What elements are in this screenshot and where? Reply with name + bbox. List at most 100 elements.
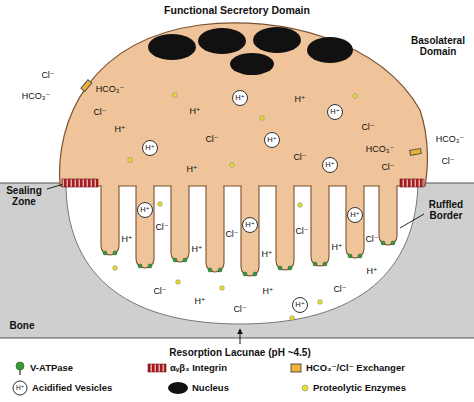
acidified-vesicle: H⁺: [232, 90, 248, 106]
ion-label: Cl⁻: [233, 305, 246, 315]
ion-label: H⁺: [191, 245, 202, 255]
v-atpase: [218, 268, 222, 272]
domain-label: Basolateral Domain: [407, 35, 469, 57]
ion-label: Cl⁻: [153, 287, 166, 297]
osteoclast-body: [60, 23, 428, 186]
ruffled-border: [101, 180, 397, 276]
legend-text: V-ATPase: [30, 363, 73, 373]
enzyme-dot: [353, 94, 358, 99]
proteolytic-enzymes: [113, 93, 358, 321]
enzyme-dot: [290, 316, 295, 321]
membrane-fold: [102, 180, 118, 190]
ion-label: Cl⁻: [333, 285, 346, 295]
enzyme-dot: [128, 158, 133, 163]
v-atpase: [138, 264, 142, 268]
legend-text: HCO₃⁻/Cl⁻ Exchanger: [306, 363, 405, 373]
membrane-fold: [172, 180, 188, 190]
bone: [0, 183, 474, 338]
acidified-vesicle: H⁺: [137, 202, 153, 218]
enzyme-dot: [298, 203, 303, 208]
region-label: Resorption Lacunae (pH ~4.5): [169, 347, 310, 358]
sealing-zone-integrin: [400, 179, 424, 187]
legend-symbols: [13, 362, 308, 395]
membrane-fold: [379, 186, 397, 245]
ion-label: HCO₃⁻: [22, 92, 50, 102]
ion-label: Cl⁻: [225, 230, 238, 240]
ion-label: HCO₃⁻: [436, 135, 464, 145]
exchanger: [81, 80, 421, 156]
ion-label: H⁺: [121, 235, 132, 245]
membrane-fold: [312, 180, 328, 190]
v-atpase: [391, 241, 395, 245]
v-atpase: [183, 258, 187, 262]
pointer-arrow: [240, 329, 241, 344]
ion-label: H⁺: [295, 301, 304, 309]
ion-label: H⁺: [140, 206, 149, 214]
domain-label: Functional Secretory Domain: [164, 5, 310, 17]
membrane-fold: [242, 180, 258, 190]
v-atpase: [103, 251, 107, 255]
v-atpase: [253, 272, 257, 276]
legend-icon-text: H⁺: [16, 384, 24, 391]
acidified-vesicle: H⁺: [292, 297, 308, 313]
v-atpase: [208, 268, 212, 272]
legend-text: Proteolytic Enzymes: [313, 383, 406, 393]
acidified-vesicle: H⁺: [264, 132, 280, 148]
v-atpase: [288, 266, 292, 270]
membrane-fold: [207, 180, 223, 190]
membrane-fold: [206, 186, 224, 272]
membrane-fold: [277, 180, 293, 190]
v-atpase: [113, 251, 117, 255]
membrane-fold: [380, 180, 396, 190]
tissue-label: Bone: [10, 320, 35, 331]
v-atpase: [313, 262, 317, 266]
enzyme-dot: [318, 300, 323, 305]
membrane-fold: [137, 180, 153, 190]
acidified-vesicle: H⁺: [242, 217, 258, 233]
acidified-vesicle: H⁺: [347, 207, 363, 223]
enzyme-dot: [220, 286, 225, 291]
ion-label: H⁺: [366, 267, 377, 277]
v-atpase: [323, 262, 327, 266]
ion-label: Cl⁻: [93, 108, 106, 118]
ion-label: Cl⁻: [381, 163, 394, 173]
ion-label: H⁺: [330, 108, 339, 116]
enzyme-dot: [230, 163, 235, 168]
leader-line: [47, 185, 62, 190]
ion-label: H⁺: [267, 136, 276, 144]
acidified-vesicle: H⁺: [322, 157, 338, 173]
ion-label: H⁺: [194, 297, 205, 307]
ion-label: HCO₃⁻: [96, 85, 124, 95]
ion-label: Cl⁻: [205, 135, 218, 145]
enzyme-dot: [176, 280, 181, 285]
membrane-fold: [171, 186, 189, 262]
enzyme-dot: [113, 266, 118, 271]
resorption-lacuna: [66, 183, 418, 324]
ion-label: H⁺: [331, 243, 342, 253]
v-atpase: [381, 241, 385, 245]
ion-label: H⁺: [350, 211, 359, 219]
ion-label: Cl⁻: [365, 235, 378, 245]
ion-label: H⁺: [186, 165, 197, 175]
v-atpase: [148, 264, 152, 268]
membrane-fold: [311, 186, 329, 266]
ion-label: Cl⁻: [155, 223, 168, 233]
ion-label: H⁺: [235, 94, 244, 102]
enzyme-dot: [260, 116, 265, 121]
acidified-vesicle: H⁺: [142, 140, 158, 156]
v-atpase: [243, 272, 247, 276]
membrane-fold: [276, 186, 294, 270]
ion-label: H⁺: [325, 161, 334, 169]
acidified-vesicle: H⁺: [327, 104, 343, 120]
ion-label: H⁺: [294, 95, 305, 105]
ion-label: HCO₃⁻: [366, 145, 394, 155]
ion-label: H⁺: [261, 250, 272, 260]
ion-label: H⁺: [114, 125, 125, 135]
enzyme-dot: [158, 202, 163, 207]
ion-label: H⁺: [245, 221, 254, 229]
sealing-zone-integrin: [62, 179, 98, 187]
ion-label: H⁺: [262, 287, 273, 297]
membrane-fold: [241, 186, 259, 276]
